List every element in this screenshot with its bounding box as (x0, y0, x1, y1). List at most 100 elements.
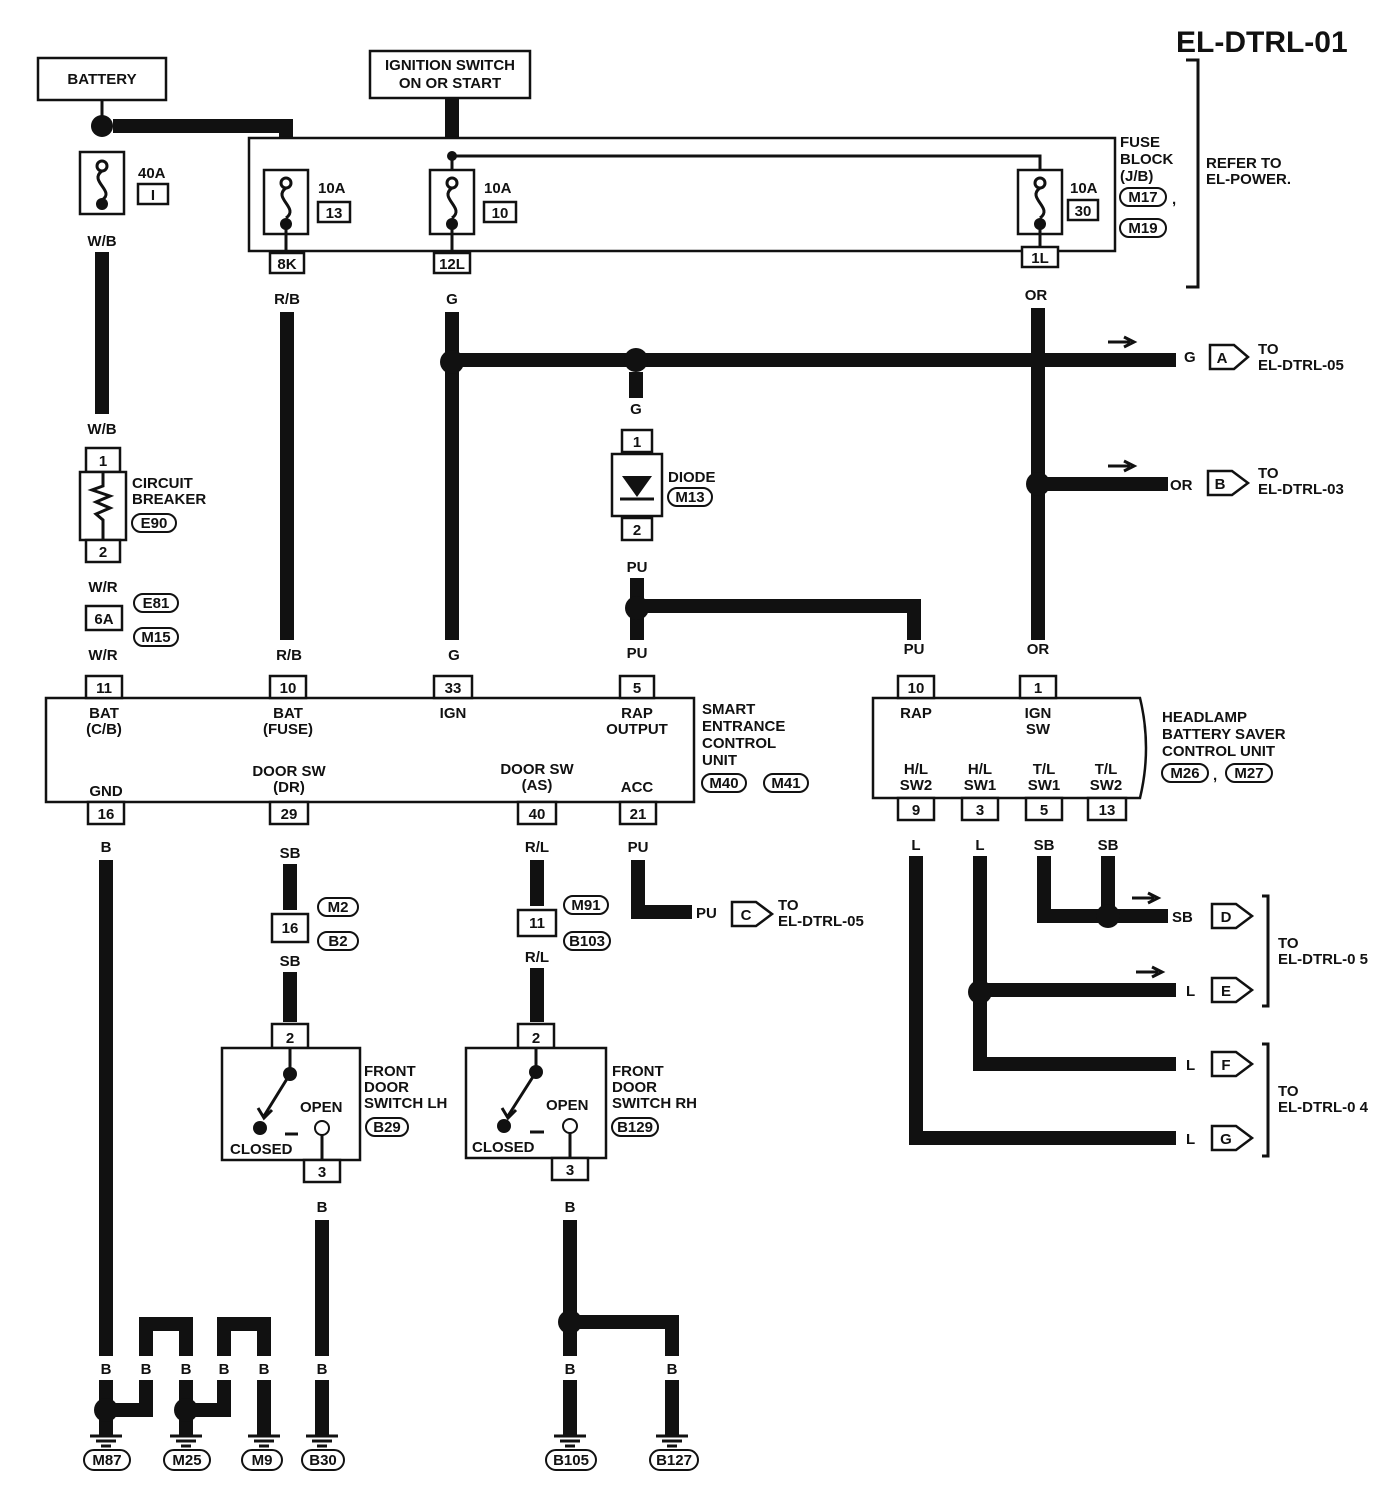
secu-conn1: M40 (709, 775, 738, 792)
wire-label-pu-1: PU (627, 559, 648, 576)
ref-c-arrow (730, 900, 775, 928)
inline-16-box (270, 912, 310, 944)
inline-b2: B2 (328, 933, 347, 950)
wire-label-l-hl2: L (911, 837, 920, 854)
ground-symbol-b127: B127 (649, 1434, 699, 1471)
hbs-t5: 5 (1040, 802, 1048, 819)
wire-label-rl-1: R/L (525, 839, 549, 856)
fuse-40a-num: I (151, 187, 155, 204)
sw-lh-t3: 3 (318, 1164, 326, 1181)
sw-lh-closed: CLOSED (230, 1141, 293, 1158)
hbs-box (871, 696, 1148, 800)
hbs-label-line3: CONTROL UNIT (1162, 743, 1275, 760)
sw-rh-open-contact (562, 1118, 578, 1134)
sw-rh-closed-contact (497, 1119, 511, 1133)
battery-junction (91, 115, 113, 137)
wire-b-jumper-1 (139, 1317, 193, 1356)
secu-bat-cb-l1: BAT (89, 705, 119, 722)
secu-label-line1: SMART (702, 701, 755, 718)
cb-label-line1: CIRCUIT (132, 475, 193, 492)
secu-label-line4: UNIT (702, 752, 737, 769)
conn-m15: M15 (141, 629, 170, 646)
diode-t1-box (620, 428, 654, 454)
ref-g-wire: L (1186, 1131, 1195, 1148)
fuse-block-comma: , (1172, 191, 1176, 208)
hbs-t3-box (960, 796, 1000, 822)
inline-b103-oval (563, 931, 611, 951)
term-12l-box (432, 251, 472, 275)
secu-door-dr-l2: (DR) (273, 779, 305, 796)
cb-conn: E90 (141, 515, 168, 532)
ref-c-to: TO (778, 897, 799, 914)
wire-label-sb-tl2: SB (1098, 837, 1119, 854)
sw-lh-label-line1: FRONT (364, 1063, 416, 1080)
hbs-t5-box (1024, 796, 1064, 822)
ref-d-wire: SB (1172, 909, 1193, 926)
ref-b-letter: B (1215, 476, 1226, 493)
ref-e-letter: E (1221, 983, 1231, 1000)
flow-arrow-e (1136, 965, 1166, 979)
secu-t33: 33 (445, 680, 462, 697)
flow-arrow-a (1108, 335, 1138, 349)
ref-b-to: TO (1258, 465, 1279, 482)
flow-arrow-d (1132, 891, 1162, 905)
wire-l-hl2 (909, 856, 1176, 1145)
wire-b-jumper-2 (217, 1317, 271, 1356)
fuse-block-label-line1: FUSE (1120, 134, 1160, 151)
sw-lh-open-contact (314, 1120, 330, 1136)
fuse-10-amp: 10A (484, 180, 512, 197)
sw-lh-closed-contact (253, 1121, 267, 1135)
sw-rh-label-line2: DOOR (612, 1079, 657, 1096)
ref-b-arrow (1206, 469, 1251, 497)
ground-m25: M25 (172, 1452, 201, 1469)
ref-a-to: TO (1258, 341, 1279, 358)
conn-e81-oval (133, 593, 179, 613)
sw-rh-blade (500, 1071, 538, 1121)
wire-label-b-gnd: B (101, 839, 112, 856)
hbs-ign-l2: SW (1026, 721, 1051, 738)
sw-lh-label-line2: DOOR (364, 1079, 409, 1096)
wire-label-g-1: G (446, 291, 458, 308)
inline-m2-oval (317, 897, 359, 917)
battery-label: BATTERY (67, 71, 136, 88)
wire-label-g-diode: G (630, 401, 642, 418)
fuse-40a-num-box (136, 182, 170, 206)
hbs-t9-box (896, 796, 936, 822)
wire-label-b-lh-1: B (317, 1199, 328, 1216)
secu-t33-box (432, 674, 474, 700)
cb-t1: 1 (99, 453, 107, 470)
wire-label-rb-2: R/B (276, 647, 302, 664)
secu-door-dr-l1: DOOR SW (252, 763, 326, 780)
diode-symbol (622, 476, 652, 497)
hbs-t13-box (1086, 796, 1128, 822)
inline-16: 16 (282, 920, 299, 937)
sw-rh-label-line3: SWITCH RH (612, 1095, 697, 1112)
wire-label-sb-2: SB (280, 953, 301, 970)
ref-f-wire: L (1186, 1057, 1195, 1074)
wire-label-or-2: OR (1027, 641, 1050, 658)
sw-lh-t3-box (302, 1158, 342, 1184)
ground-b127: B127 (656, 1452, 692, 1469)
hbs-ign-l1: IGN (1025, 705, 1052, 722)
wire-label-l-hl1: L (975, 837, 984, 854)
fuse-10-element (446, 186, 458, 220)
wire-label-g-2: G (448, 647, 460, 664)
bracket-de (1262, 894, 1270, 1008)
cb-label-line2: BREAKER (132, 491, 206, 508)
wire-b-m87-branch (106, 1380, 153, 1417)
sw-rh-t3: 3 (566, 1162, 574, 1179)
inline-m91-oval (563, 895, 609, 915)
ref-fg-dest: EL-DTRL-0 4 (1278, 1099, 1369, 1116)
cb-t2: 2 (99, 544, 107, 561)
junction-g-2 (624, 348, 648, 372)
wire-label-or-1: OR (1025, 287, 1048, 304)
diode-conn-oval (667, 487, 713, 507)
hbs-hl1-l2: SW1 (964, 777, 997, 794)
ref-e-arrow (1210, 976, 1255, 1004)
hbs-t10: 10 (908, 680, 925, 697)
conn-6a-box (84, 604, 124, 632)
secu-conn2-oval (763, 773, 809, 793)
hbs-conn1: M26 (1170, 765, 1199, 782)
